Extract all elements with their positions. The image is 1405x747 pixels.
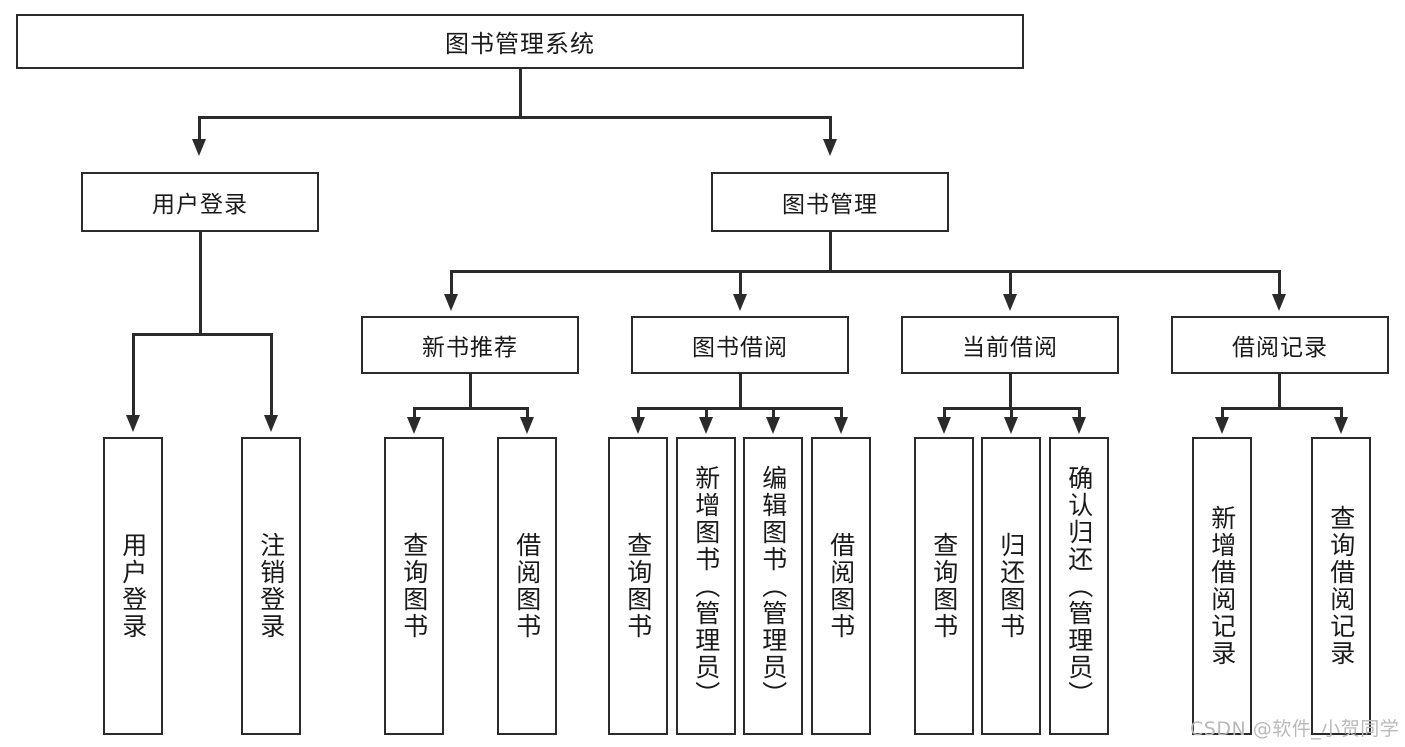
- csdn-watermark: CSDN @软件_小贺同学: [1190, 718, 1400, 740]
- leaf-borrow-record-add[interactable]: 新增借阅记录: [1192, 437, 1252, 735]
- node-label: 当前借阅: [962, 335, 1058, 361]
- leaf-label: 编辑图书（管理员）: [758, 464, 788, 708]
- leaf-borrow-record-query[interactable]: 查询借阅记录: [1311, 437, 1371, 735]
- edge-new-book-leaf2: [526, 407, 529, 419]
- edge-root-to-user-login: [198, 116, 201, 141]
- leaf-label: 借阅图书: [512, 532, 542, 640]
- leaf-label: 查询借阅记录: [1326, 505, 1356, 667]
- arrow-book-borrow-leaf3: [766, 417, 780, 434]
- leaf-label: 查询图书: [929, 532, 959, 640]
- leaf-current-borrow-confirm[interactable]: 确认归还（管理员）: [1049, 437, 1109, 735]
- leaf-user-login-logout[interactable]: 注销登录: [241, 437, 301, 735]
- arrow-user-login-leaf1: [126, 415, 140, 432]
- leaf-book-borrow-borrow[interactable]: 借阅图书: [811, 437, 871, 735]
- node-label: 新书推荐: [422, 335, 518, 361]
- arrow-borrow-record-leaf1: [1215, 417, 1229, 434]
- edge-book-borrow-leaf4: [840, 407, 843, 419]
- arrow-book-borrow-leaf1: [631, 417, 645, 434]
- edge-user-login-stem: [199, 232, 202, 335]
- arrow-new-book-leaf1: [407, 417, 421, 434]
- edge-book-borrow-stem: [739, 374, 742, 409]
- arrow-current-borrow-leaf3: [1072, 417, 1086, 434]
- leaf-current-borrow-query[interactable]: 查询图书: [914, 437, 974, 735]
- node-new-book-recommend[interactable]: 新书推荐: [361, 316, 579, 374]
- edge-root-stem: [519, 69, 522, 118]
- edge-book-mgmt-to-new-book: [450, 270, 453, 296]
- edge-book-mgmt-bar: [451, 270, 1281, 273]
- edge-current-borrow-leaf2: [1010, 407, 1013, 419]
- node-label: 图书管理系统: [445, 30, 595, 58]
- leaf-label: 归还图书: [996, 532, 1026, 640]
- leaf-user-login-login[interactable]: 用户登录: [103, 437, 163, 735]
- leaf-label: 新增借阅记录: [1207, 505, 1237, 667]
- leaf-label: 用户登录: [118, 532, 148, 640]
- edge-root-bar: [199, 116, 831, 119]
- node-borrow-record[interactable]: 借阅记录: [1171, 316, 1389, 374]
- edge-new-book-leaf1: [413, 407, 416, 419]
- node-book-management[interactable]: 图书管理: [711, 172, 949, 232]
- leaf-new-book-borrow[interactable]: 借阅图书: [497, 437, 557, 735]
- node-root-system[interactable]: 图书管理系统: [16, 14, 1024, 69]
- arrow-book-borrow-leaf4: [834, 417, 848, 434]
- edge-book-borrow-leaf3: [772, 407, 775, 419]
- leaf-new-book-query[interactable]: 查询图书: [384, 437, 444, 735]
- edge-book-mgmt-to-borrow-record: [1278, 270, 1281, 296]
- edge-borrow-record-leaf1: [1221, 407, 1224, 419]
- edge-borrow-record-stem: [1278, 374, 1281, 409]
- edge-book-borrow-leaf2: [705, 407, 708, 419]
- arrow-current-borrow-leaf2: [1004, 417, 1018, 434]
- leaf-label: 借阅图书: [826, 532, 856, 640]
- node-label: 图书管理: [782, 192, 878, 218]
- node-user-login[interactable]: 用户登录: [81, 172, 319, 232]
- edge-current-borrow-leaf3: [1078, 407, 1081, 419]
- leaf-label: 查询图书: [623, 532, 653, 640]
- leaf-label: 注销登录: [256, 532, 286, 640]
- arrow-book-mgmt-to-new-book: [444, 294, 458, 311]
- node-label: 借阅记录: [1232, 335, 1328, 361]
- edge-new-book-bar: [414, 407, 528, 410]
- edge-user-login-leaf1: [132, 333, 135, 417]
- edge-book-mgmt-to-borrow-book: [739, 270, 742, 296]
- edge-current-borrow-leaf1: [943, 407, 946, 419]
- arrow-book-mgmt-to-current-borrow: [1003, 294, 1017, 311]
- edge-user-login-leaf2: [270, 333, 273, 417]
- arrow-user-login-leaf2: [264, 415, 278, 432]
- arrow-root-to-user-login: [192, 139, 206, 156]
- edge-book-borrow-leaf1: [637, 407, 640, 419]
- edge-current-borrow-stem: [1009, 374, 1012, 409]
- arrow-book-mgmt-to-borrow-record: [1272, 294, 1286, 311]
- arrow-root-to-book-mgmt: [823, 139, 837, 156]
- node-label: 图书借阅: [692, 335, 788, 361]
- node-current-borrow[interactable]: 当前借阅: [901, 316, 1119, 374]
- leaf-current-borrow-return[interactable]: 归还图书: [981, 437, 1041, 735]
- edge-root-to-book-mgmt: [829, 116, 832, 141]
- leaf-book-borrow-add[interactable]: 新增图书（管理员）: [676, 437, 736, 735]
- edge-book-borrow-bar: [638, 407, 841, 410]
- arrow-book-borrow-leaf2: [699, 417, 713, 434]
- edge-book-mgmt-stem: [829, 232, 832, 272]
- edge-borrow-record-leaf2: [1340, 407, 1343, 419]
- edge-new-book-stem: [469, 374, 472, 409]
- leaf-book-borrow-query[interactable]: 查询图书: [608, 437, 668, 735]
- edge-book-mgmt-to-current-borrow: [1009, 270, 1012, 296]
- leaf-label: 新增图书（管理员）: [691, 464, 721, 708]
- arrow-borrow-record-leaf2: [1334, 417, 1348, 434]
- arrow-current-borrow-leaf1: [937, 417, 951, 434]
- node-label: 用户登录: [152, 192, 248, 218]
- edge-borrow-record-bar: [1222, 407, 1342, 410]
- leaf-book-borrow-edit[interactable]: 编辑图书（管理员）: [743, 437, 803, 735]
- leaf-label: 查询图书: [399, 532, 429, 640]
- leaf-label: 确认归还（管理员）: [1064, 464, 1094, 708]
- node-book-borrow[interactable]: 图书借阅: [631, 316, 849, 374]
- edge-user-login-bar: [133, 333, 272, 336]
- arrow-new-book-leaf2: [520, 417, 534, 434]
- arrow-book-mgmt-to-borrow-book: [733, 294, 747, 311]
